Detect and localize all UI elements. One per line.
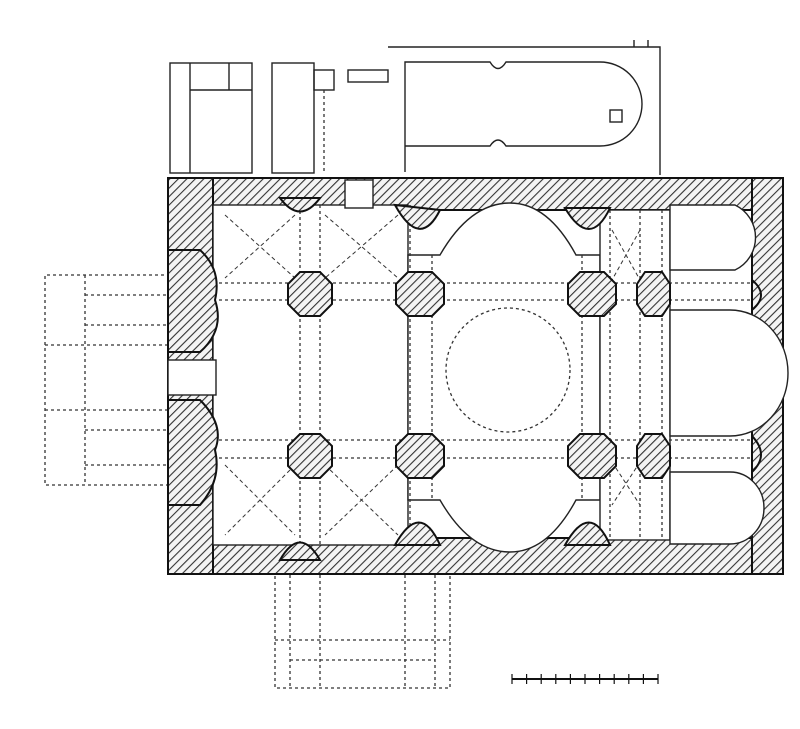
south-apse [669, 471, 765, 545]
south-pier-3 [563, 521, 612, 546]
north-annex [169, 40, 661, 175]
pier-ne-1 [567, 271, 617, 317]
pier-se-1 [567, 433, 617, 479]
east-pier-1 [751, 277, 762, 313]
scale-bar [511, 674, 659, 684]
cross-vault-nw-a [224, 214, 296, 279]
annex-room-middle [271, 62, 315, 174]
wall-piers [167, 197, 762, 561]
pier-nw-1 [287, 271, 333, 317]
pier-sw-1 [287, 433, 333, 479]
east-pier-2 [751, 433, 762, 475]
central-dome [445, 307, 571, 433]
north-pier-1 [278, 197, 322, 213]
annex-chapel-outline [388, 46, 661, 175]
pier-se-2 [636, 433, 671, 479]
annex-altar-block [609, 109, 623, 123]
south-pier-1 [278, 541, 322, 561]
west-pier-south [167, 399, 219, 506]
west-porch [44, 274, 170, 486]
narthex-nave-west [212, 204, 409, 546]
north-apse [669, 204, 757, 271]
west-entrance [167, 359, 217, 396]
south-porch [274, 570, 451, 689]
annex-passage [347, 69, 389, 83]
central-bay [407, 202, 601, 553]
west-pier-north [167, 249, 219, 353]
pier-sw-2 [395, 433, 445, 479]
north-doorway [344, 179, 374, 209]
main-apse [669, 309, 789, 437]
annex-room-west [169, 62, 253, 174]
interior-piers [287, 271, 671, 479]
south-pier-2 [393, 521, 442, 546]
pier-ne-2 [636, 271, 671, 317]
interior [167, 179, 789, 553]
north-pier-2 [393, 203, 442, 230]
annex-chapel-apse [404, 61, 643, 172]
pier-nw-2 [395, 271, 445, 317]
north-pier-3 [563, 207, 612, 230]
